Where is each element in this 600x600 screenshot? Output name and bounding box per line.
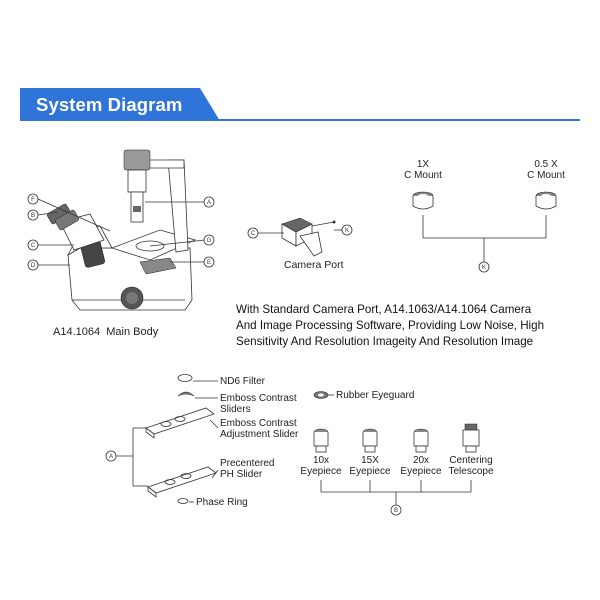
- camera-callout-k: K: [345, 228, 349, 234]
- c-mount-illustration: K: [412, 191, 557, 273]
- nd6-filter-label: ND6 Filter: [220, 376, 266, 387]
- page-title: System Diagram: [36, 94, 183, 115]
- camera-port-illustration: C K: [247, 217, 353, 257]
- callout-g: G: [207, 238, 212, 244]
- eyepieces-illustration: B: [313, 391, 480, 516]
- camera-callout-c: C: [251, 231, 256, 237]
- callout-e: E: [207, 260, 211, 266]
- callout-a: A: [207, 200, 211, 206]
- callout-c: C: [31, 243, 36, 249]
- main-body-label: Main Body: [106, 326, 159, 338]
- callout-d: D: [31, 263, 36, 269]
- callout-b: B: [31, 213, 35, 219]
- camera-port-label: Camera Port: [284, 259, 344, 271]
- sliders-callout-a: A: [109, 454, 113, 460]
- camera-description: With Standard Camera Port, A14.1063/A14.…: [236, 303, 545, 348]
- header-rule: [20, 119, 580, 121]
- phase-ring-label: Phase Ring: [196, 497, 248, 508]
- main-body-illustration: F B C D A G E: [27, 149, 215, 311]
- eyepieces-callout-b: B: [394, 508, 398, 514]
- main-body-caption: A14.1064 Main Body: [53, 327, 158, 338]
- sliders-illustration: A: [105, 374, 219, 504]
- callout-f: F: [31, 197, 35, 203]
- cmount-callout-k: K: [482, 265, 486, 271]
- rubber-eyeguard-label: Rubber Eyeguard: [336, 390, 415, 401]
- header-tab: [20, 88, 220, 121]
- main-body-model: A14.1064: [53, 326, 101, 338]
